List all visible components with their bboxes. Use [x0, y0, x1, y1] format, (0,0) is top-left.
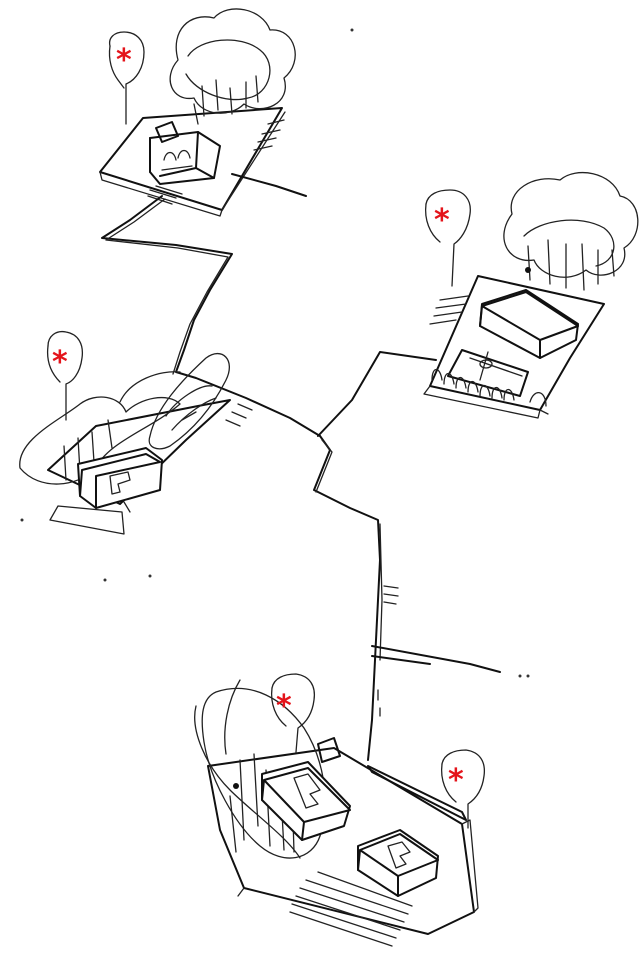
site-left-tree-trunks [63, 419, 113, 481]
site-left-greenery-3 [119, 371, 217, 431]
site-top-tree-trunks [193, 75, 259, 125]
main-route-line [101, 195, 321, 437]
site-bottom-edge-wall [367, 765, 467, 821]
site-bottom-greenery [201, 687, 326, 859]
site-bottom [194, 679, 479, 947]
site-right-sports-field [447, 349, 529, 397]
site-top-building [149, 121, 221, 185]
site-right-building [479, 289, 579, 359]
site-right-hatching [429, 295, 469, 325]
route-to-right-site [317, 351, 437, 437]
marker-site-bottom-2[interactable]: * [440, 749, 486, 829]
site-right-tree-trunks [527, 239, 615, 291]
site-right-platform [429, 275, 605, 411]
site-bottom-building-2 [357, 829, 439, 897]
route-down [313, 435, 381, 761]
site-top-tree-canopy [169, 8, 296, 114]
site-bottom-platform-edge [237, 819, 479, 913]
site-bottom-platform [207, 747, 475, 935]
site-right-arches [431, 368, 547, 407]
site-top-tree-canopy-2 [185, 39, 271, 101]
marker-site-left[interactable]: * [46, 330, 84, 421]
marker-symbol: * [448, 763, 464, 798]
site-left-hatching [123, 411, 197, 513]
site-top-path-right [231, 173, 307, 197]
site-right-tree-canopy [503, 172, 639, 278]
route-down-2 [315, 439, 383, 661]
site-bottom-small-box [317, 737, 341, 763]
site-right-platform-edge [423, 385, 549, 419]
marker-site-top[interactable]: * [108, 31, 145, 125]
route-hatch-marks [225, 403, 399, 717]
route-branch-right [371, 645, 501, 673]
site-left-building [77, 447, 163, 509]
site-bottom-building-1 [261, 761, 351, 841]
site-left-base [49, 505, 125, 535]
marker-symbol: * [276, 689, 292, 724]
site-right-tree-dot [525, 267, 531, 273]
marker-symbol: * [434, 203, 450, 238]
marker-symbol: * [116, 43, 132, 78]
loose-dots [20, 28, 530, 678]
site-top-hatching [147, 119, 285, 205]
marker-symbol: * [52, 345, 68, 380]
site-right-tree-canopy-2 [523, 219, 615, 267]
site-right [423, 172, 639, 419]
marker-site-right[interactable]: * [424, 189, 471, 287]
site-top [99, 8, 307, 217]
site-left [19, 352, 231, 535]
site-left-platform [47, 399, 231, 505]
site-bottom-paving-stripes [289, 871, 413, 947]
site-left-greenery-2 [148, 352, 230, 450]
marker-site-bottom-1[interactable]: * [270, 673, 316, 753]
main-route-line-2 [105, 198, 229, 375]
site-bottom-tree-dot [233, 783, 239, 789]
